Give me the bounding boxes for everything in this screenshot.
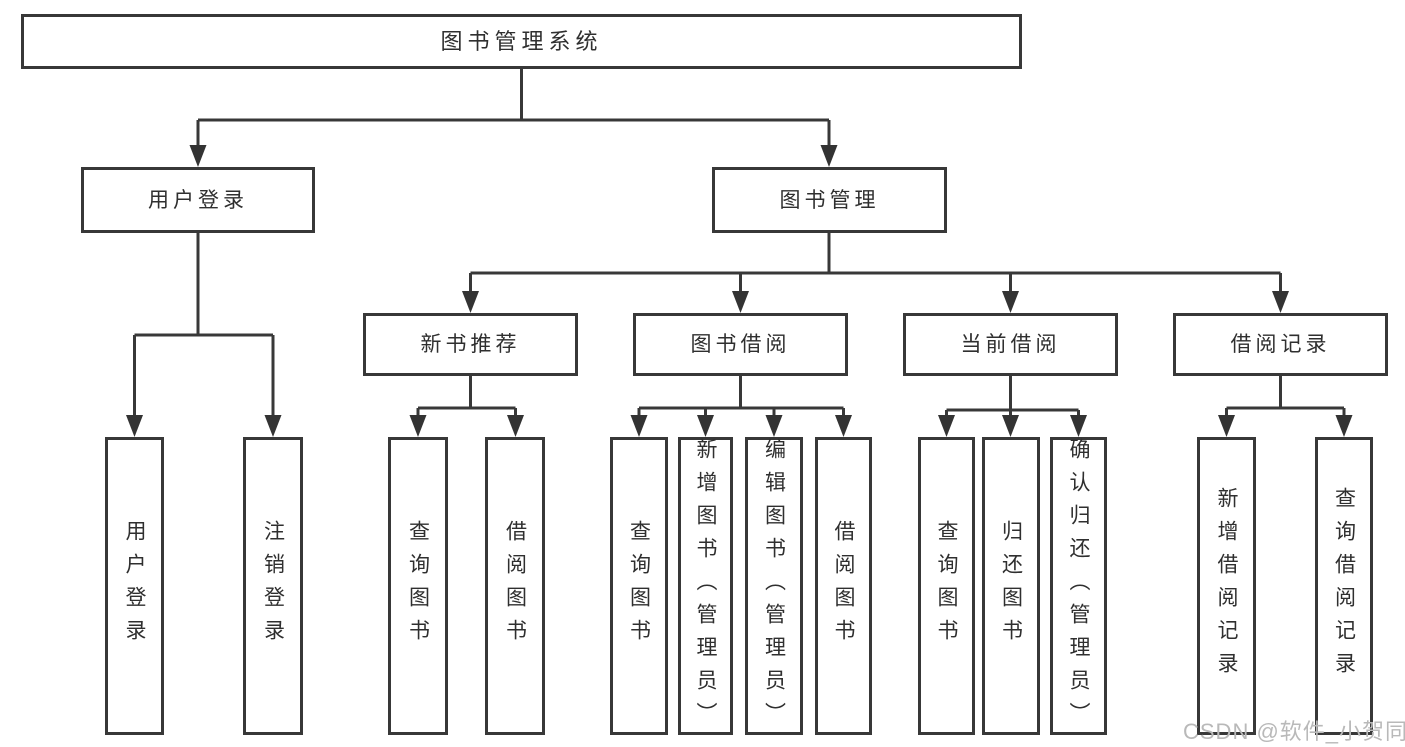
node-user-login: 用户登录 bbox=[81, 167, 315, 233]
node-book-management: 图书管理 bbox=[712, 167, 947, 233]
leaf-borrow-edit-admin: 编辑图书（管理员） bbox=[745, 437, 803, 735]
node-book-borrow-label: 图书借阅 bbox=[690, 333, 791, 356]
node-current-borrow-label: 当前借阅 bbox=[960, 333, 1061, 356]
connector-borrow-to-leaves bbox=[630, 375, 852, 437]
connector-userlogin-to-leaves bbox=[126, 231, 282, 437]
leaf-records-add-label: 新增借阅记录 bbox=[1215, 487, 1238, 685]
node-borrow-records-label: 借阅记录 bbox=[1230, 333, 1331, 356]
leaf-borrow-query: 查询图书 bbox=[610, 437, 668, 735]
leaf-current-query: 查询图书 bbox=[918, 437, 975, 735]
node-new-book-recommend-label: 新书推荐 bbox=[420, 333, 521, 356]
node-root-label: 图书管理系统 bbox=[440, 28, 603, 54]
leaf-borrow-query-label: 查询图书 bbox=[627, 520, 651, 652]
csdn-watermark: CSDN @软件_小贺同学 bbox=[1183, 719, 1405, 744]
leaf-borrow-add-admin: 新增图书（管理员） bbox=[678, 437, 733, 735]
node-book-borrow: 图书借阅 bbox=[633, 313, 848, 376]
leaf-borrow-borrow: 借阅图书 bbox=[815, 437, 872, 735]
connector-root-to-level2 bbox=[189, 66, 838, 167]
leaf-logout-label: 注销登录 bbox=[261, 520, 285, 652]
node-current-borrow: 当前借阅 bbox=[903, 313, 1118, 376]
leaf-records-add: 新增借阅记录 bbox=[1197, 437, 1256, 735]
leaf-current-query-label: 查询图书 bbox=[935, 520, 958, 652]
leaf-borrow-borrow-label: 借阅图书 bbox=[832, 520, 855, 652]
leaf-current-confirm-admin: 确认归还（管理员） bbox=[1050, 437, 1107, 735]
connector-bookmgmt-to-level3 bbox=[462, 231, 1289, 313]
leaf-current-return-label: 归还图书 bbox=[999, 520, 1023, 652]
connector-records-to-leaves bbox=[1218, 375, 1353, 437]
leaf-logout: 注销登录 bbox=[243, 437, 303, 735]
leaf-borrow-edit-admin-label: 编辑图书（管理员） bbox=[762, 437, 786, 735]
leaf-records-query: 查询借阅记录 bbox=[1315, 437, 1373, 735]
connector-current-to-leaves bbox=[938, 375, 1087, 437]
leaf-newbook-query-label: 查询图书 bbox=[406, 520, 430, 652]
leaf-current-return: 归还图书 bbox=[982, 437, 1040, 735]
node-user-login-label: 用户登录 bbox=[148, 188, 248, 212]
leaf-newbook-borrow-label: 借阅图书 bbox=[503, 520, 527, 652]
node-book-management-label: 图书管理 bbox=[779, 188, 880, 212]
leaf-user-login-label: 用户登录 bbox=[123, 520, 146, 652]
leaf-records-query-label: 查询借阅记录 bbox=[1332, 487, 1356, 685]
connector-newbook-to-leaves bbox=[409, 375, 524, 437]
node-root: 图书管理系统 bbox=[21, 14, 1022, 69]
leaf-newbook-query: 查询图书 bbox=[388, 437, 448, 735]
leaf-user-login: 用户登录 bbox=[105, 437, 164, 735]
leaf-borrow-add-admin-label: 新增图书（管理员） bbox=[694, 437, 717, 735]
node-borrow-records: 借阅记录 bbox=[1173, 313, 1388, 376]
leaf-newbook-borrow: 借阅图书 bbox=[485, 437, 545, 735]
node-new-book-recommend: 新书推荐 bbox=[363, 313, 578, 376]
leaf-current-confirm-admin-label: 确认归还（管理员） bbox=[1067, 437, 1090, 735]
